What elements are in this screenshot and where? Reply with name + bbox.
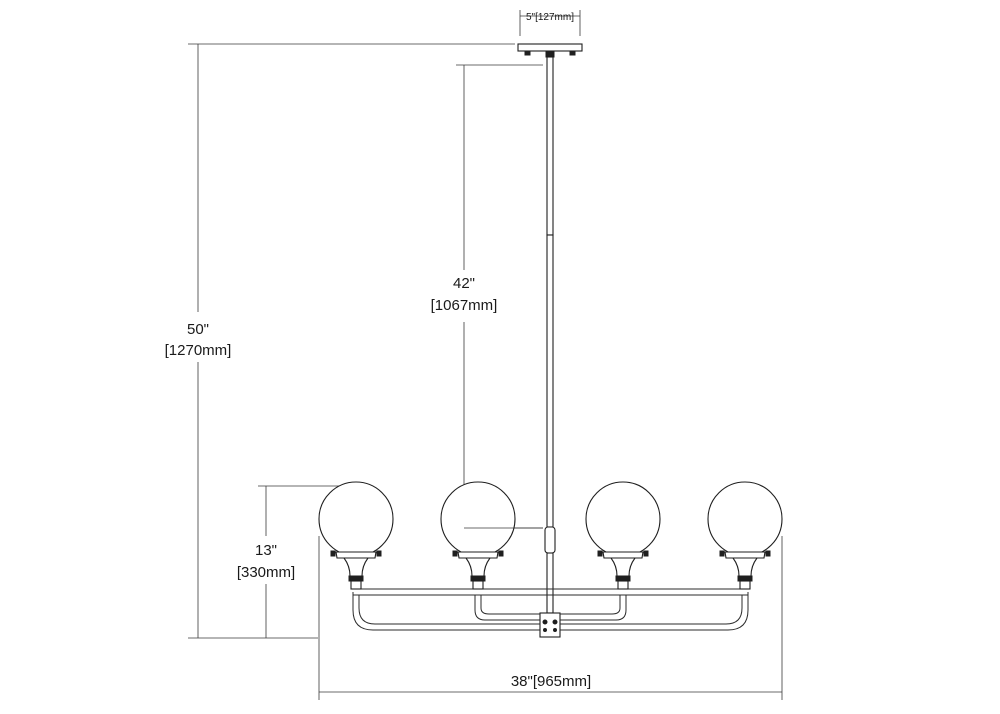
fixture-width-label: 38"[965mm] bbox=[511, 673, 591, 690]
fixture-arms bbox=[352, 588, 749, 631]
rod-length-inches: 42" bbox=[453, 275, 475, 292]
fixture-width-dimension: 38"[965mm] bbox=[318, 536, 783, 700]
rod-length-mm: [1067mm] bbox=[431, 297, 498, 314]
downrod bbox=[539, 56, 561, 638]
globe-lamp-1 bbox=[318, 481, 394, 590]
fixture-height-inches: 13" bbox=[255, 542, 277, 559]
overall-height-inches: 50" bbox=[187, 321, 209, 338]
canopy bbox=[517, 43, 583, 58]
globe-lamp-4 bbox=[707, 481, 783, 590]
overall-height-dimension: 50" [1270mm] bbox=[165, 43, 515, 639]
overall-height-mm: [1270mm] bbox=[165, 342, 232, 359]
fixture-height-mm: [330mm] bbox=[237, 564, 295, 581]
globe-lamp-2 bbox=[440, 481, 516, 590]
canopy-width-label: 5"[127mm] bbox=[526, 12, 574, 23]
rod-length-dimension: 42" [1067mm] bbox=[431, 64, 543, 529]
fixture-height-dimension: 13" [330mm] bbox=[237, 485, 350, 638]
canopy-width-dimension: 5"[127mm] bbox=[519, 10, 581, 36]
globe-lamp-3 bbox=[585, 481, 661, 590]
